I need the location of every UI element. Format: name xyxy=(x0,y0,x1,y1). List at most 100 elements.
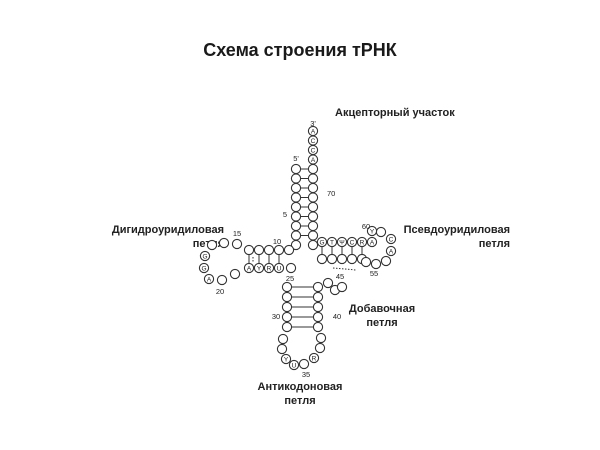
d-stem-nucleotide xyxy=(253,244,265,256)
nucleotide-letter: U xyxy=(277,266,282,273)
nucleotide-letter: Ψ xyxy=(339,240,344,247)
t-stem-nucleotide xyxy=(346,236,358,248)
acceptor-stem-nucleotide xyxy=(290,173,302,184)
nucleotide-letter: C xyxy=(311,138,316,145)
nucleotide-letter: G xyxy=(202,254,207,261)
anticodon-stem-nucleotide xyxy=(312,301,324,313)
d-loop-nucleotide xyxy=(218,237,230,249)
nucleotide-letter: R xyxy=(312,356,317,363)
t-stem-nucleotide xyxy=(336,236,348,248)
anticodon-stem-nucleotide xyxy=(281,291,293,303)
anticodon-loop-nucleotide xyxy=(277,333,289,345)
position-number-5: 5 xyxy=(283,210,287,219)
anticodon-stem-nucleotide xyxy=(281,321,293,333)
label-acceptor-site: Акцепторный участок xyxy=(335,106,455,120)
t-loop-nucleotide xyxy=(370,258,382,270)
nucleotide-letter: R xyxy=(360,240,365,247)
acceptor-stem-nucleotide xyxy=(307,173,319,184)
position-number-55: 55 xyxy=(370,269,378,278)
d-stem-nucleotide xyxy=(263,244,275,256)
nucleotide-letter: C xyxy=(311,148,316,155)
d-stem-nucleotide xyxy=(243,244,255,256)
anticodon-loop-nucleotide xyxy=(315,332,327,344)
position-number-45: 45 xyxy=(336,272,344,281)
junction-nucleotide xyxy=(285,262,297,274)
nucleotide-letter: C xyxy=(389,237,394,244)
label-anticodon-loop: Антикодоновая петля xyxy=(246,380,354,408)
acceptor-stem-nucleotide xyxy=(307,182,319,194)
anticodon-stem-nucleotide xyxy=(281,301,293,313)
acceptor-stem-nucleotide xyxy=(290,182,302,194)
junction-nucleotide xyxy=(290,239,302,251)
position-number-15: 15 xyxy=(233,229,241,238)
t-stem-nucleotide xyxy=(366,236,378,248)
acceptor-stem-nucleotide xyxy=(307,163,319,175)
d-loop-nucleotide xyxy=(229,268,241,280)
d-loop-nucleotide xyxy=(216,274,228,286)
d-loop-nucleotide xyxy=(206,239,218,251)
t-loop-nucleotide xyxy=(360,256,372,268)
d-loop-nucleotide xyxy=(231,238,243,250)
position-number-25: 25 xyxy=(286,274,294,283)
anticodon-loop-nucleotide xyxy=(308,352,320,364)
extra-loop-nucleotide xyxy=(322,277,334,289)
position-number-30: 30 xyxy=(272,312,280,321)
d-loop-nucleotide xyxy=(198,262,210,274)
acceptor-stem-nucleotide xyxy=(290,163,302,175)
d-loop-nucleotide xyxy=(203,273,215,285)
acceptor-stem-nucleotide xyxy=(307,192,319,203)
acceptor-stem-nucleotide xyxy=(307,211,319,222)
t-loop-nucleotide xyxy=(380,255,392,267)
anticodon-stem-nucleotide xyxy=(312,291,324,303)
position-number-10: 10 xyxy=(273,237,281,246)
t-stem-nucleotide xyxy=(326,236,338,248)
label-pseudouridine-loop: Псевдоуридиловая петля xyxy=(392,223,510,251)
nucleotide-letter: U xyxy=(292,363,297,370)
acceptor-stem-nucleotide xyxy=(290,192,302,203)
anticodon-loop-nucleotide xyxy=(298,358,310,370)
t-stem-nucleotide xyxy=(336,253,348,265)
nucleotide-letter: C xyxy=(350,240,355,247)
extra-loop-nucleotide xyxy=(336,281,348,293)
acceptor-stem-nucleotide xyxy=(290,220,302,232)
label-dihydrouridine-line1: Дигидроуридиловая xyxy=(111,224,224,236)
nucleotide-letter: A xyxy=(311,129,316,136)
label-anticodon-line2: петля xyxy=(284,395,316,407)
t-stem-nucleotide xyxy=(316,253,328,265)
nucleotide-letter: A xyxy=(247,266,252,273)
nucleotide-letter: T xyxy=(330,240,334,247)
nucleotide-letter: A xyxy=(207,277,212,284)
nucleotide-letter: G xyxy=(319,240,324,247)
t-stem-nucleotide xyxy=(316,236,328,248)
anticodon-stem-nucleotide xyxy=(281,311,293,323)
nucleotide-letter: Y xyxy=(370,229,375,236)
anticodon-stem-nucleotide xyxy=(312,311,324,323)
t-stem-nucleotide xyxy=(346,253,358,265)
anticodon-loop-nucleotide xyxy=(314,342,326,354)
anticodon-stem-nucleotide xyxy=(281,281,293,293)
acceptor-stem-nucleotide xyxy=(307,220,319,232)
d-loop-nucleotide xyxy=(199,250,211,262)
anticodon-loop-nucleotide xyxy=(280,353,292,365)
nucleotide-letter: A xyxy=(370,240,375,247)
label-acceptor-text: Акцепторный участок xyxy=(335,107,455,119)
position-number-60: 60 xyxy=(362,222,370,231)
junction-nucleotide xyxy=(307,239,319,251)
t-loop-nucleotide xyxy=(385,233,397,245)
anticodon-stem-nucleotide xyxy=(312,281,324,293)
anticodon-loop-nucleotide xyxy=(288,359,300,371)
d-stem-nucleotide xyxy=(273,244,285,256)
nucleotide-letter: R xyxy=(267,266,272,273)
nucleotide-letter: A xyxy=(389,249,394,256)
t-stem-nucleotide xyxy=(356,236,368,248)
anticodon-stem-nucleotide xyxy=(312,321,324,333)
t-loop-nucleotide xyxy=(366,225,378,237)
label-extra-line2: петля xyxy=(366,317,398,329)
label-extra-line1: Добавочная xyxy=(348,303,416,315)
position-number-35: 35 xyxy=(302,370,310,379)
label-anticodon-line1: Антикодоновая xyxy=(257,381,343,393)
position-number-20: 20 xyxy=(216,287,224,296)
acceptor-stem-nucleotide xyxy=(290,230,302,241)
page-title: Схема строения тРНК xyxy=(203,40,397,60)
